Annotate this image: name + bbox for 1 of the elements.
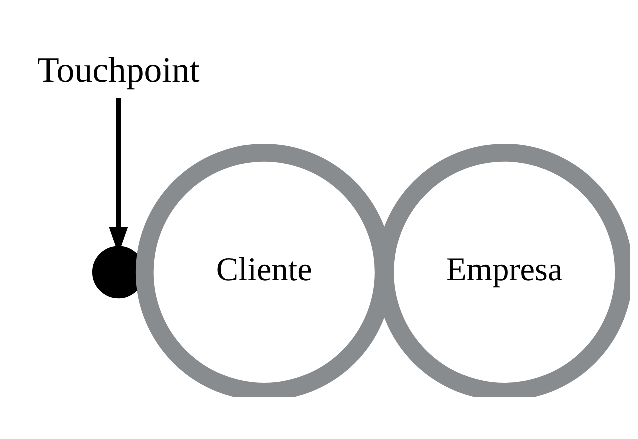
- node-text: Touchpoint: [37, 49, 200, 90]
